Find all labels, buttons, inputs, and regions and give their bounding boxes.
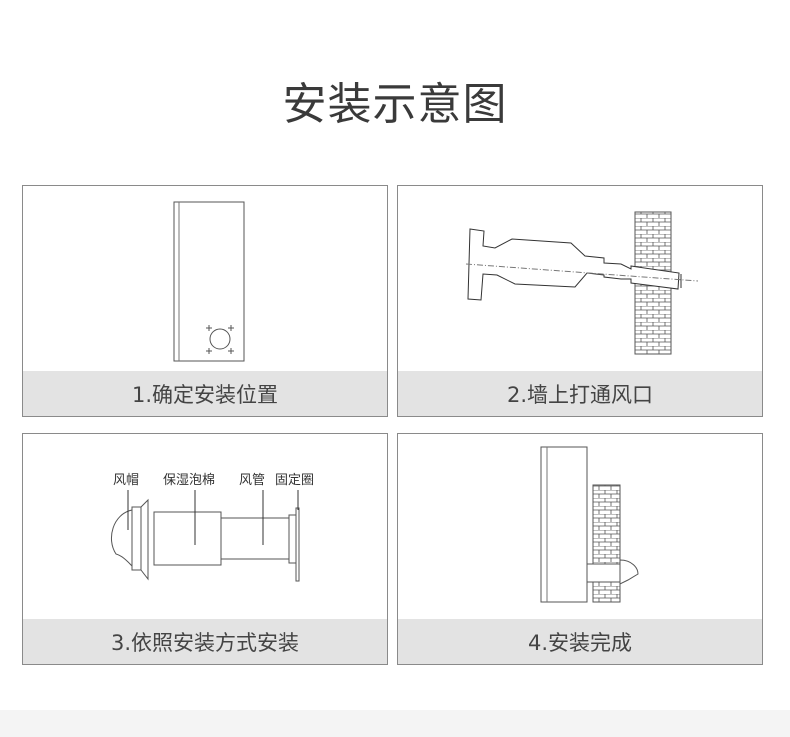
step-1-caption: 1.确定安装位置 xyxy=(23,371,387,416)
label-ring: 固定圈 xyxy=(275,473,314,488)
wall-drilling-diagram xyxy=(465,211,699,355)
label-duct: 风管 xyxy=(239,473,265,488)
step-3-caption: 3.依照安装方式安装 xyxy=(23,619,387,664)
assembly-diagram: 风帽 保湿泡棉 风管 固定圈 xyxy=(111,472,314,582)
page-title: 安装示意图 xyxy=(282,79,508,130)
label-foam: 保湿泡棉 xyxy=(163,473,215,488)
label-wind-cap: 风帽 xyxy=(113,472,139,488)
step-4-caption: 4.安装完成 xyxy=(398,619,762,664)
step-4-panel: 4.安装完成 xyxy=(397,433,763,665)
step-3-panel: 风帽 保湿泡棉 风管 固定圈 3.依照安装方式安装 xyxy=(22,433,388,665)
step-2-caption: 2.墙上打通风口 xyxy=(398,371,762,416)
installed-diagram xyxy=(540,446,639,603)
footer-strip xyxy=(0,710,790,737)
step-2-panel: 2.墙上打通风口 xyxy=(397,185,763,417)
unit-position-diagram xyxy=(173,201,245,362)
step-1-panel: 1.确定安装位置 xyxy=(22,185,388,417)
